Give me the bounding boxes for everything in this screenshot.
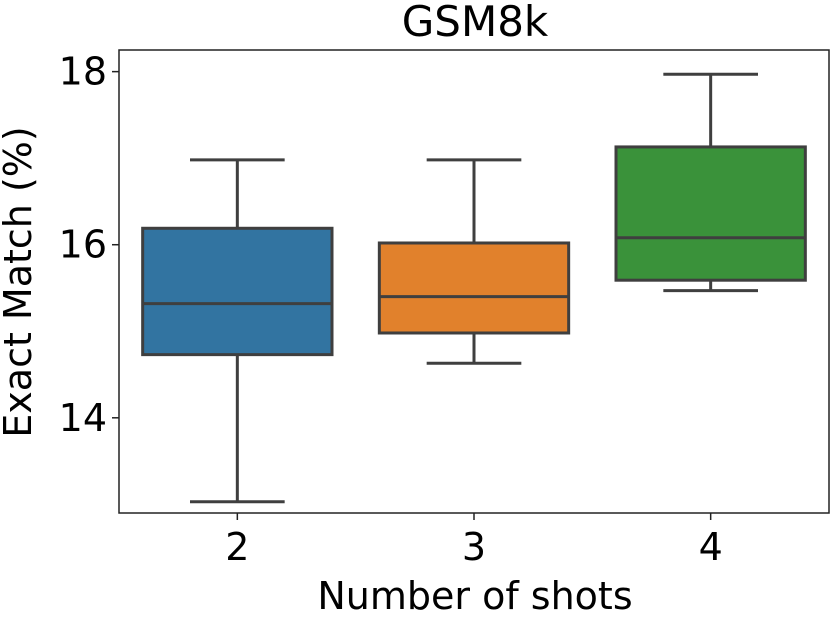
boxes-layer xyxy=(141,72,807,504)
box-iqr xyxy=(614,145,807,282)
box-group-4 xyxy=(614,72,807,293)
box-iqr xyxy=(141,226,334,357)
box-iqr xyxy=(377,241,571,335)
box-group-2 xyxy=(141,158,334,504)
x-tick-label: 4 xyxy=(699,525,723,569)
chart-title: GSM8k xyxy=(402,0,549,46)
x-tick-label: 2 xyxy=(225,525,249,569)
y-tick-label: 14 xyxy=(59,396,107,440)
box-group-3 xyxy=(377,158,571,365)
y-tick-label: 16 xyxy=(59,223,107,267)
x-axis-label: Number of shots xyxy=(317,574,632,618)
y-axis-label: Exact Match (%) xyxy=(0,126,40,437)
y-tick-label: 18 xyxy=(59,50,107,94)
plot-frame xyxy=(118,49,830,514)
x-tick-label: 3 xyxy=(462,525,486,569)
ticks-layer: 14 16 18 2 3 4 xyxy=(59,50,723,569)
